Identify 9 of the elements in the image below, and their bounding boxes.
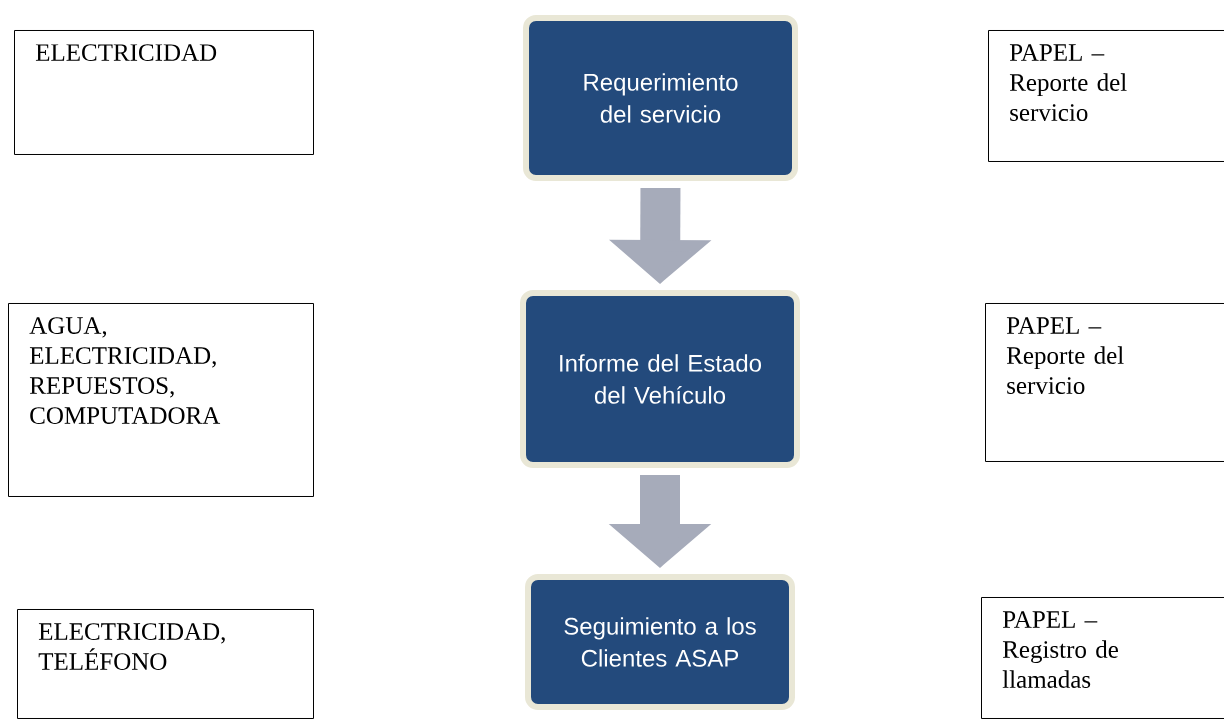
text-box: PAPEL – Registro de llamadas [981, 597, 1224, 719]
process-box: Requerimiento del servicio [523, 15, 798, 181]
text-box: PAPEL – Reporte del servicio [985, 303, 1224, 462]
process-box: Seguimiento a los Clientes ASAP [525, 574, 795, 710]
text-box: ELECTRICIDAD [14, 30, 314, 155]
text-box: ELECTRICIDAD, TELÉFONO [17, 609, 314, 719]
process-box: Informe del Estado del Vehículo [520, 290, 800, 468]
text-box: AGUA, ELECTRICIDAD, REPUESTOS, COMPUTADORA [8, 303, 314, 497]
text-box: PAPEL – Reporte del servicio [988, 30, 1224, 162]
